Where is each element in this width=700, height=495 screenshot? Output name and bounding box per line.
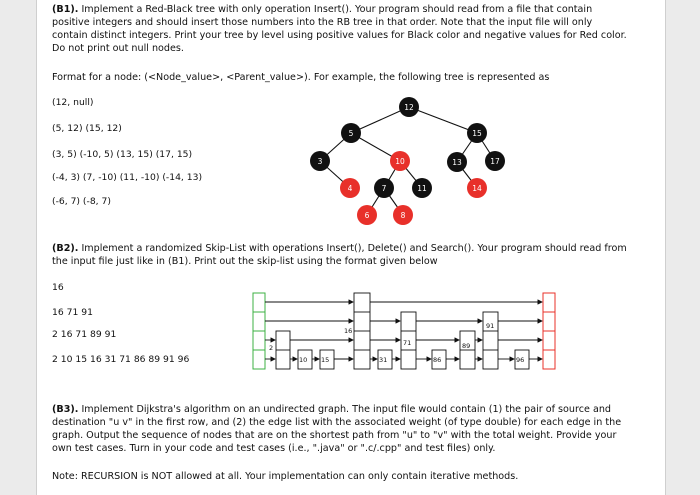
label-2: 2 (269, 344, 273, 352)
svg-text:17: 17 (490, 157, 500, 166)
svg-text:10: 10 (395, 157, 405, 166)
svg-text:5: 5 (349, 129, 354, 138)
svg-text:13: 13 (452, 158, 462, 167)
tower-31 (377, 349, 393, 370)
b1-level-2: (5, 12) (15, 12) (52, 123, 122, 134)
b1-format: Format for a node: (<Node_value>, <Paren… (52, 72, 550, 83)
b1-level-1: (12, null) (52, 97, 94, 108)
b2-level-4: 2 10 15 16 31 71 86 89 91 96 (52, 354, 190, 365)
label-15: 15 (321, 356, 329, 364)
tree-node-13: 13 (447, 152, 467, 172)
tower-91 (482, 311, 499, 370)
svg-text:3: 3 (318, 157, 323, 166)
label-71: 71 (403, 339, 411, 347)
label-89: 89 (462, 342, 470, 350)
b1-line-4: Do not print out null nodes. (52, 43, 184, 54)
b3-line-1: (B3). Implement Dijkstra's algorithm on … (52, 404, 612, 415)
b3-line-3: graph. Output the sequence of nodes that… (52, 430, 617, 441)
svg-text:11: 11 (417, 184, 427, 193)
tree-node-12: 12 (399, 97, 419, 117)
svg-text:4: 4 (348, 184, 353, 193)
label-31: 31 (379, 356, 387, 364)
b1-line-2: positive integers and should insert thos… (52, 17, 593, 28)
tree-node-10: 10 (390, 151, 410, 171)
b2-level-2: 16 71 91 (52, 307, 93, 318)
tower-86 (431, 349, 447, 370)
b1-level-5: (-6, 7) (-8, 7) (52, 196, 111, 207)
label-86: 86 (433, 356, 441, 364)
tree-node-14: 14 (467, 178, 487, 198)
b1-line-3: contain distinct integers. Print your tr… (52, 30, 627, 41)
svg-text:15: 15 (472, 129, 482, 138)
b1-line-1: (B1). Implement a Red-Black tree with on… (52, 4, 593, 15)
b2-line-1: (B2). Implement a randomized Skip-List w… (52, 243, 627, 254)
tree-node-4: 4 (340, 178, 360, 198)
label-10: 10 (299, 356, 307, 364)
b1-level-3: (3, 5) (-10, 5) (13, 15) (17, 15) (52, 149, 193, 160)
tower-71 (400, 311, 417, 370)
label-16: 16 (344, 327, 352, 335)
svg-text:6: 6 (365, 211, 370, 220)
tree-node-6: 6 (357, 205, 377, 225)
svg-text:12: 12 (404, 103, 414, 112)
tree-node-8: 8 (393, 205, 413, 225)
b3-line-2: destination "u v" in the first row, and … (52, 417, 622, 428)
skip-list-tail (542, 292, 556, 370)
tower-96 (514, 349, 530, 370)
b2-level-3: 2 16 71 89 91 (52, 329, 117, 340)
tree-node-17: 17 (485, 151, 505, 171)
tree-node-15: 15 (467, 123, 487, 143)
b2-level-1: 16 (52, 282, 64, 293)
tower-10 (297, 349, 313, 370)
svg-text:8: 8 (401, 211, 406, 220)
svg-text:14: 14 (472, 184, 482, 193)
tower-15 (319, 349, 335, 370)
tree-node-3: 3 (310, 151, 330, 171)
tree-node-5: 5 (341, 123, 361, 143)
tree-node-11: 11 (412, 178, 432, 198)
skip-list-head (252, 292, 266, 370)
label-91: 91 (486, 322, 494, 330)
b3-note: Note: RECURSION is NOT allowed at all. Y… (52, 471, 519, 482)
b2-line-2: the input file just like in (B1). Print … (52, 256, 438, 267)
svg-text:7: 7 (382, 184, 387, 193)
b1-level-4: (-4, 3) (7, -10) (11, -10) (-14, 13) (52, 172, 203, 183)
b3-line-4: own test cases. Turn in your code and te… (52, 443, 496, 454)
label-96: 96 (516, 356, 524, 364)
tree-node-7: 7 (374, 178, 394, 198)
document-page (36, 0, 666, 495)
